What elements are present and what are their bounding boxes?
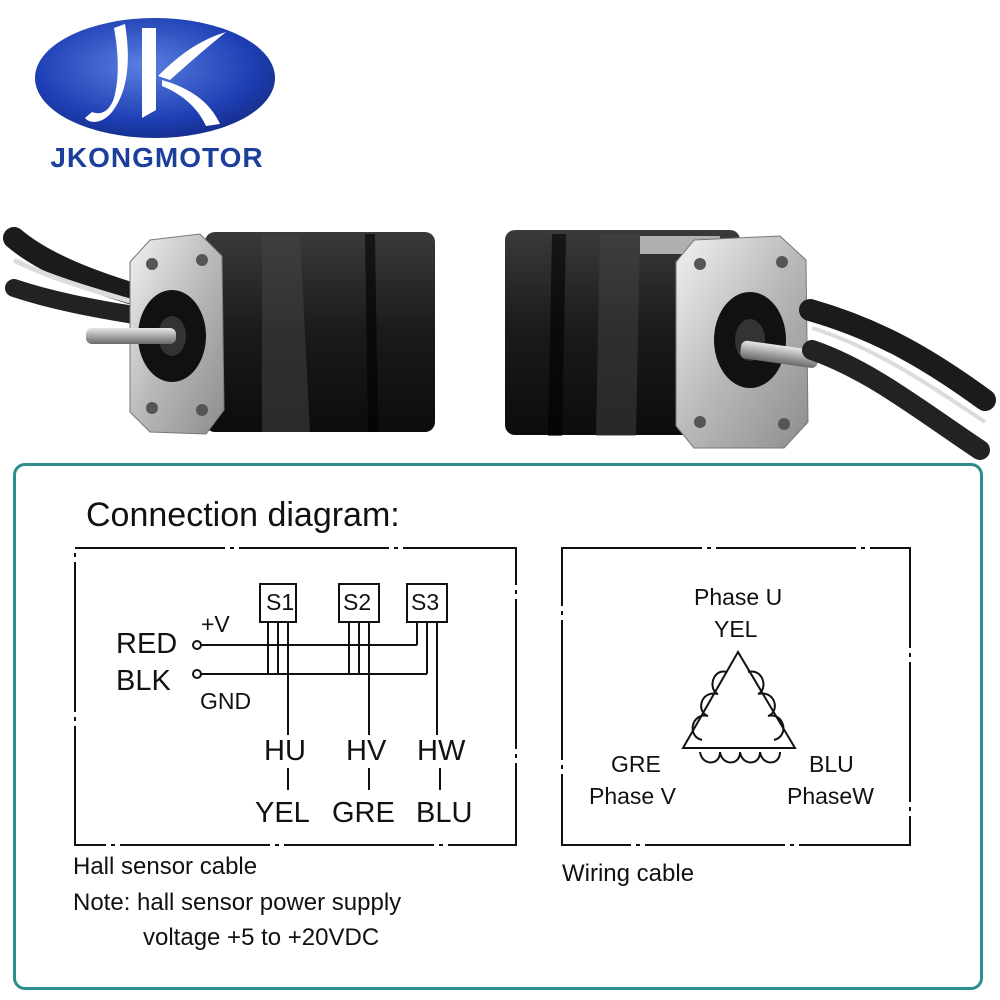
sensor-label-s3: S3 [411,589,440,615]
hall-color-gre: GRE [332,797,395,829]
black-wire-label: BLK [116,665,171,697]
hall-cable-caption: Hall sensor cable [73,853,258,880]
wiring-cable-caption: Wiring cable [562,860,695,887]
phase-w-color: BLU [809,751,854,777]
jkongmotor-logo [35,18,275,138]
sensor-box-s2 [338,583,380,623]
winding-box [561,547,911,846]
note-line-2: voltage +5 to +20VDC [143,924,380,951]
brand-name: JKONGMOTOR [50,142,264,173]
delta-winding-symbol [681,650,797,764]
diagram-title: Connection diagram: [86,496,400,534]
hall-color-yel: YEL [255,797,310,829]
hall-output-hv: HV [346,735,387,767]
phase-v-color: GRE [611,751,661,777]
supply-ground-label: GND [200,688,252,714]
hall-output-hw: HW [417,735,466,767]
hall-sensor-box [74,547,517,846]
sensor-box-s3 [406,583,448,623]
sensor-label-s2: S2 [343,589,372,615]
hall-color-blu: BLU [416,797,473,829]
note-line-1: Note: hall sensor power supply [73,889,402,916]
sensor-label-s1: S1 [266,589,295,615]
phase-v-label: Phase V [589,783,676,809]
connection-diagram-panel [13,463,983,990]
motor-product-photo [3,227,996,460]
phase-u-label: Phase U [694,584,783,610]
hall-output-hu: HU [264,735,306,767]
phase-u-color: YEL [714,616,758,642]
red-wire-label: RED [116,628,178,660]
phase-w-label: PhaseW [787,783,874,809]
supply-positive-label: +V [201,611,230,637]
